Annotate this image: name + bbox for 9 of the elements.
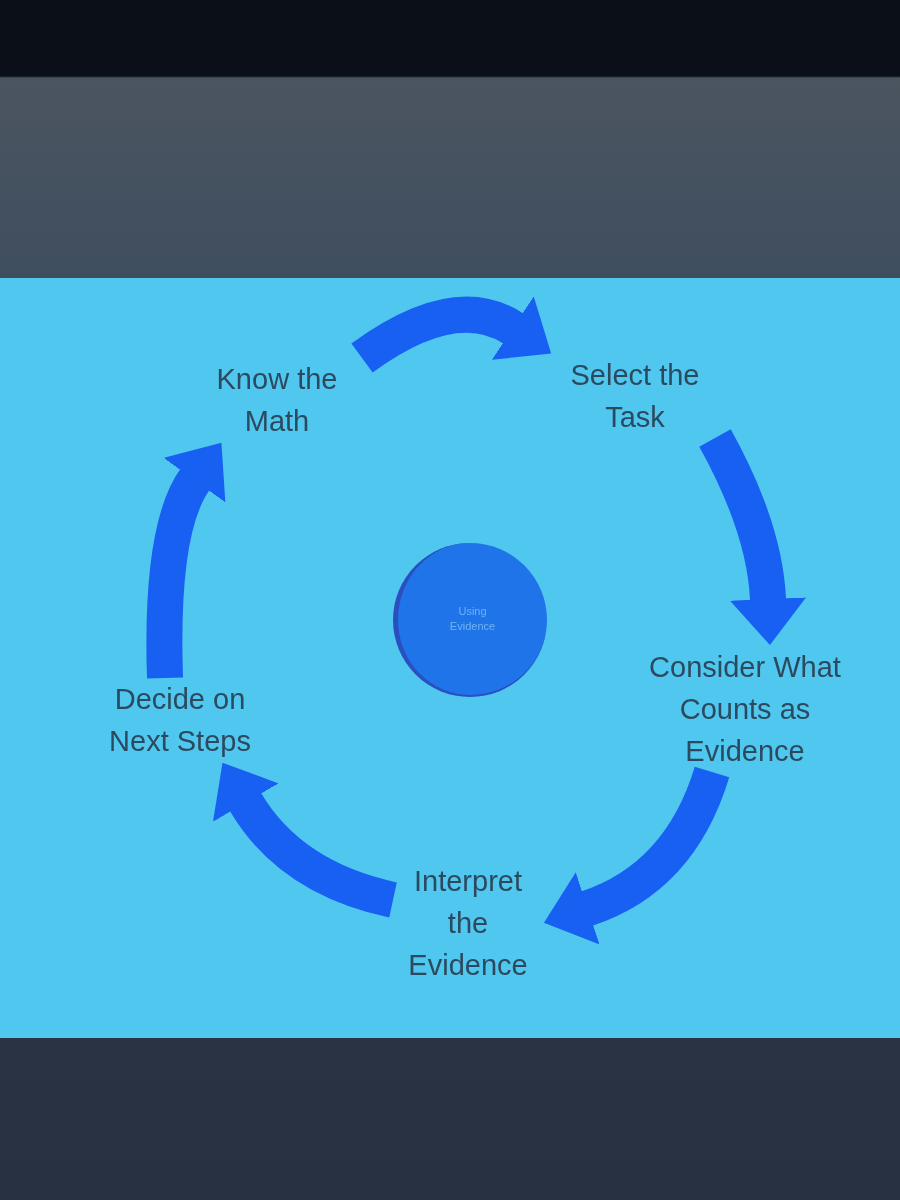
step-label: Select the Task: [547, 354, 723, 438]
circle-label: Using Evidence: [448, 604, 497, 634]
step-label: Know the Math: [192, 358, 362, 442]
step-label: Consider What Counts as Evidence: [630, 646, 860, 772]
curved-arrow: [699, 429, 806, 645]
curved-arrow: [351, 295, 553, 373]
step-label: Interpret the Evidence: [393, 860, 543, 986]
step-label: Decide on Next Steps: [92, 678, 268, 762]
curved-arrow: [146, 441, 227, 679]
